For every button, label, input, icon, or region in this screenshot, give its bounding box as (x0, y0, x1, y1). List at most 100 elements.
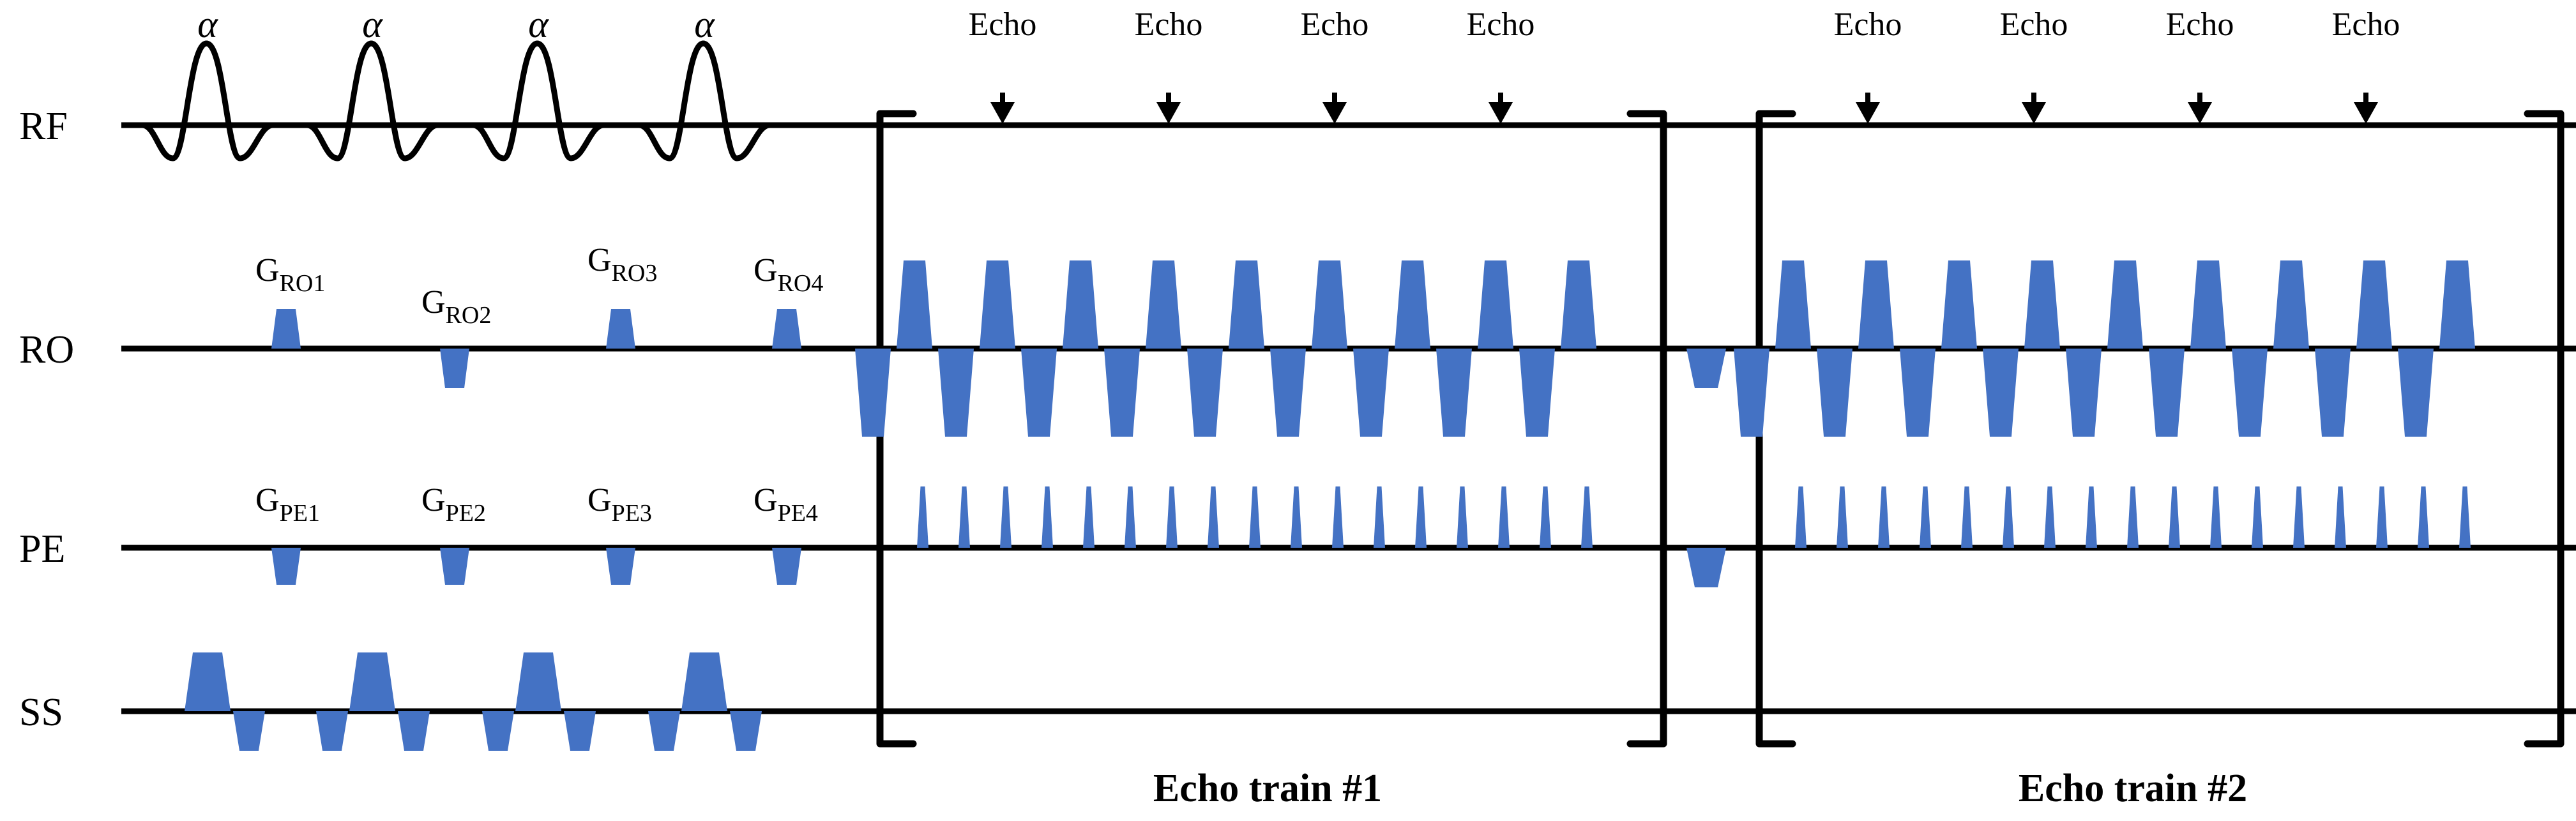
pe-blip-train1-10 (1291, 486, 1302, 548)
pe-rewinder-lobe (1686, 548, 1726, 587)
ss-prep-lobe-5 (398, 711, 430, 751)
pe-prep-label-4: GPE4 (754, 482, 818, 527)
ro-readout-lobe-pos-train1-5 (1229, 260, 1264, 349)
ro-readout-lobe-pos-train1-2 (980, 260, 1015, 349)
ro-readout-lobe-neg-train1-9 (1519, 349, 1555, 437)
pe-blip-train2-6 (2003, 486, 2014, 548)
ro-readout-lobe-neg-train2-6 (2149, 349, 2185, 437)
axis-label-ss: SS (19, 691, 63, 734)
ro-readout-lobe-neg-train2-5 (2066, 349, 2102, 437)
pe-blip-train2-3 (1878, 486, 1890, 548)
ro-readout-lobe-neg-train2-8 (2315, 349, 2351, 437)
pe-prep-label-2: GPE2 (421, 482, 486, 527)
ro-readout-lobe-neg-train1-4 (1104, 349, 1140, 437)
pe-prep-label-3: GPE3 (587, 482, 652, 527)
pe-blip-train1-14 (1457, 486, 1468, 548)
ro-readout-lobe-neg-train2-9 (2398, 349, 2434, 437)
ro-readout-lobe-neg-train2-1 (1734, 349, 1769, 437)
echo-arrow-head-train2-4 (2354, 102, 2378, 124)
bracket-right-train1 (1626, 110, 1667, 748)
pe-blip-train1-5 (1083, 486, 1095, 548)
pe-blip-train2-10 (2169, 486, 2180, 548)
ss-prep-lobe-10 (681, 652, 727, 711)
ro-readout-lobe-neg-train1-1 (855, 349, 891, 437)
pe-prep-label-1: GPE1 (255, 482, 320, 527)
ro-readout-lobe-pos-train1-1 (897, 260, 932, 349)
pe-blip-train1-11 (1332, 486, 1344, 548)
ss-prep-lobe-11 (730, 711, 762, 751)
pe-blip-train1-16 (1540, 486, 1551, 548)
pe-blip-train1-8 (1208, 486, 1219, 548)
ro-readout-lobe-neg-train2-4 (1983, 349, 2019, 437)
ro-prep-label-3: GRO3 (587, 242, 657, 287)
echo-arrow-head-train1-2 (1156, 102, 1181, 124)
ro-readout-lobe-pos-train2-9 (2439, 260, 2475, 349)
ro-readout-lobe-pos-train1-9 (1561, 260, 1596, 349)
pe-blip-train2-1 (1795, 486, 1807, 548)
ro-readout-lobe-neg-train1-7 (1353, 349, 1389, 437)
pe-blip-train2-2 (1837, 486, 1848, 548)
ro-prep-lobe-4 (772, 309, 801, 349)
pe-blip-train2-12 (2252, 486, 2263, 548)
axis-label-ro: RO (19, 328, 74, 372)
ro-readout-lobe-neg-train2-3 (1900, 349, 1936, 437)
rf-flip-angle-label-3: α (528, 3, 549, 45)
ro-readout-lobe-neg-train1-2 (938, 349, 974, 437)
ro-readout-lobe-neg-train2-2 (1817, 349, 1852, 437)
echo-arrow-head-train2-1 (1856, 102, 1880, 124)
ro-rewinder-lobe (1686, 349, 1726, 388)
pe-blip-train2-5 (1961, 486, 1973, 548)
ro-readout-lobe-pos-train2-5 (2107, 260, 2143, 349)
echo-label-train1-4: Echo (1467, 6, 1535, 43)
ro-readout-lobe-pos-train2-1 (1775, 260, 1811, 349)
ss-prep-lobe-9 (648, 711, 680, 751)
echo-arrow-head-train1-4 (1489, 102, 1513, 124)
echo-train-caption-train1: Echo train #1 (1153, 767, 1382, 810)
pe-blip-train1-15 (1498, 486, 1510, 548)
ro-readout-lobe-pos-train2-8 (2356, 260, 2392, 349)
pe-prep-lobe-1 (271, 548, 301, 585)
echo-train-caption-train2: Echo train #2 (2019, 767, 2247, 810)
ro-readout-lobe-pos-train2-6 (2190, 260, 2226, 349)
ss-prep-lobe-3 (316, 711, 348, 751)
ss-prep-lobe-8 (564, 711, 596, 751)
rf-flip-angle-label-4: α (694, 3, 715, 45)
ro-readout-lobe-pos-train1-4 (1146, 260, 1181, 349)
ro-prep-lobe-3 (606, 309, 635, 349)
pe-blip-train1-12 (1374, 486, 1385, 548)
ss-prep-lobe-4 (349, 652, 395, 711)
rf-pulse-2 (304, 40, 441, 162)
pe-blip-train2-8 (2086, 486, 2097, 548)
pe-blip-train1-9 (1249, 486, 1261, 548)
ro-readout-lobe-pos-train2-2 (1858, 260, 1894, 349)
echo-label-train2-3: Echo (2166, 6, 2234, 43)
ro-readout-lobe-neg-train1-6 (1270, 349, 1306, 437)
echo-arrow-head-train1-1 (990, 102, 1015, 124)
ro-prep-label-1: GRO1 (255, 252, 325, 297)
ro-readout-lobe-pos-train1-3 (1063, 260, 1098, 349)
ro-readout-lobe-pos-train1-8 (1478, 260, 1513, 349)
echo-arrow-head-train2-3 (2188, 102, 2212, 124)
ro-readout-lobe-neg-train1-5 (1187, 349, 1223, 437)
pe-blip-train1-4 (1042, 486, 1053, 548)
echo-label-train2-4: Echo (2332, 6, 2400, 43)
bracket-left-train2 (1755, 110, 1796, 748)
bracket-right-train2 (2524, 110, 2565, 748)
echo-arrow-head-train2-2 (2022, 102, 2046, 124)
pe-blip-train2-13 (2293, 486, 2305, 548)
pe-blip-train1-7 (1166, 486, 1178, 548)
pe-blip-train2-9 (2127, 486, 2139, 548)
pe-blip-train1-13 (1415, 486, 1427, 548)
echo-label-train1-1: Echo (969, 6, 1037, 43)
ro-readout-lobe-pos-train2-4 (2024, 260, 2060, 349)
pe-blip-train1-2 (958, 486, 970, 548)
ro-readout-lobe-pos-train1-7 (1395, 260, 1430, 349)
ss-prep-lobe-6 (482, 711, 514, 751)
pe-prep-lobe-4 (772, 548, 801, 585)
pe-blip-train2-4 (1920, 486, 1931, 548)
ro-prep-label-4: GRO4 (754, 252, 823, 297)
echo-arrow-head-train1-3 (1322, 102, 1347, 124)
rf-flip-angle-label-1: α (197, 3, 218, 45)
